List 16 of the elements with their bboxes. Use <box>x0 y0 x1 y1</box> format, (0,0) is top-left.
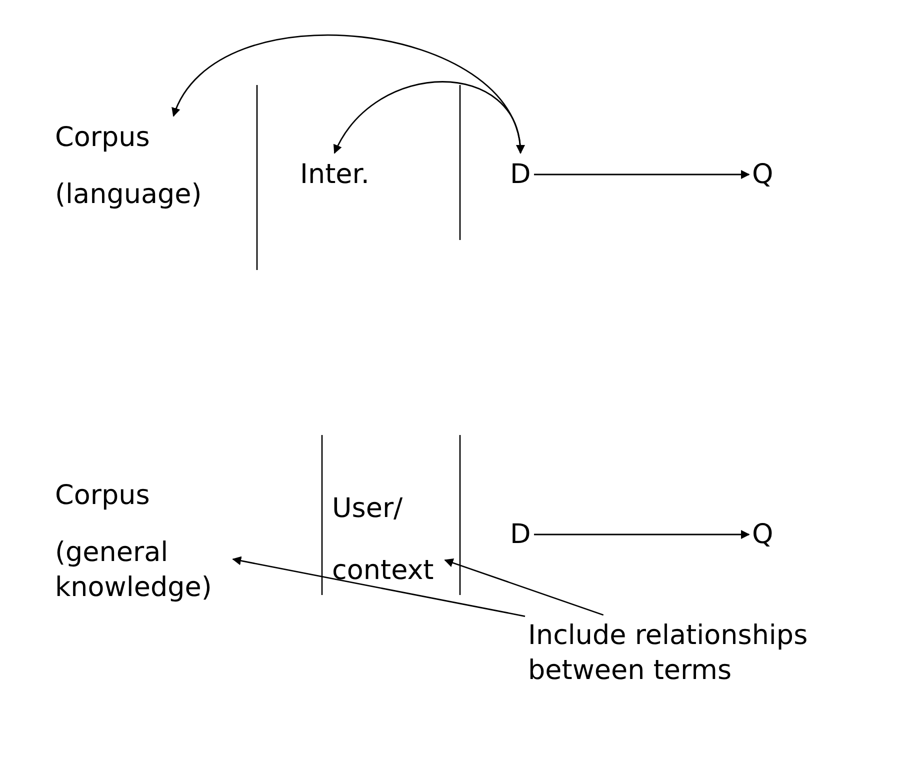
term-label: (language) <box>55 178 202 212</box>
arrow <box>232 556 526 617</box>
term-label: D <box>510 158 531 192</box>
term-label: D <box>510 518 531 552</box>
term-label: Q <box>752 518 774 552</box>
arrow <box>334 81 524 154</box>
term-label: Inter. <box>300 158 370 192</box>
term-label: (general knowledge) <box>55 536 213 606</box>
arrow <box>444 558 604 616</box>
term-label: Corpus <box>55 479 151 513</box>
term-label: Include relationships between terms <box>528 619 809 688</box>
term-label: User/ context <box>332 492 435 588</box>
arrow <box>534 530 750 539</box>
arrow <box>534 170 750 179</box>
term-label: Corpus <box>55 121 151 155</box>
term-label: Q <box>752 158 774 192</box>
